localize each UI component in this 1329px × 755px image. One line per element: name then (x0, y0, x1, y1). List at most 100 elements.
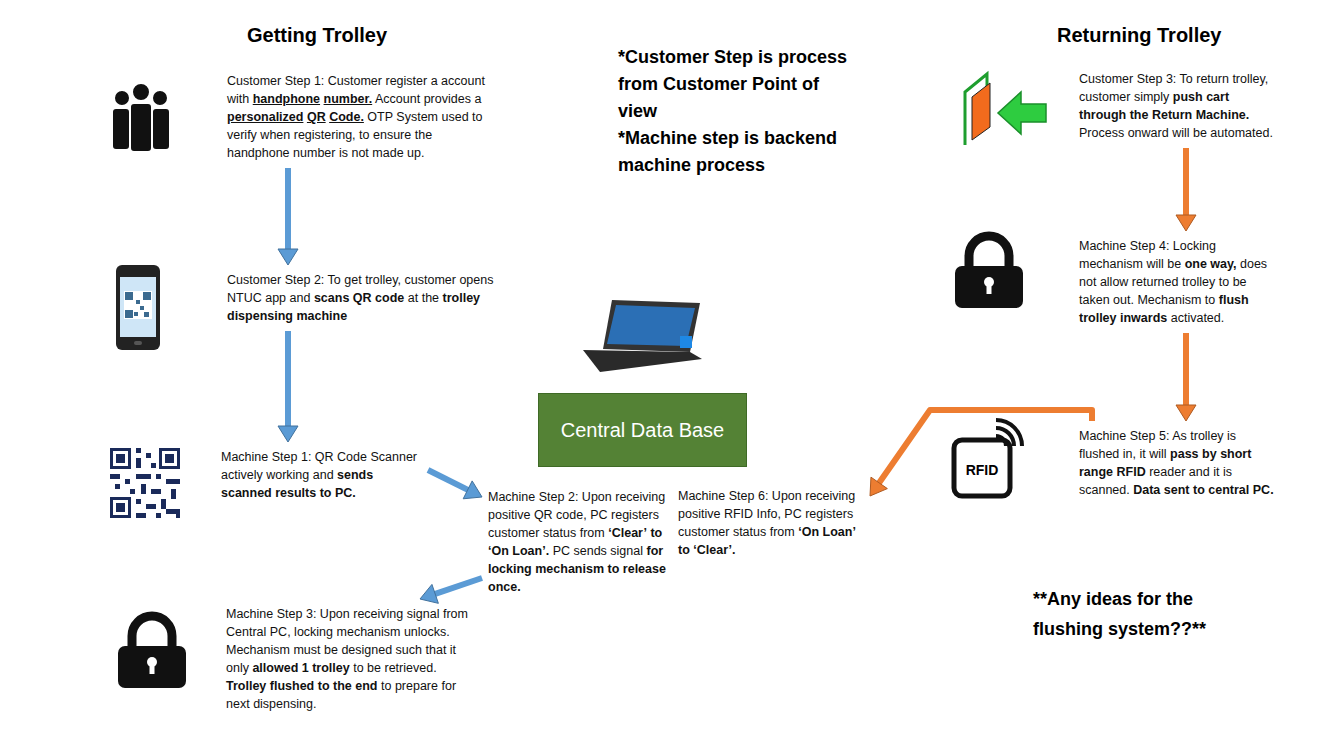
lock-icon (118, 616, 186, 688)
word: onward (1128, 126, 1169, 140)
word: be (1167, 257, 1181, 271)
word: to (1205, 293, 1215, 307)
section-heading: Returning Trolley (1057, 22, 1287, 48)
word: allow (1100, 275, 1129, 289)
word: Machine (221, 450, 268, 464)
node-text: Machine Step 3: Upon receiving signal fr… (226, 605, 474, 713)
word: RFID (1117, 465, 1146, 479)
word: Machine (678, 489, 725, 503)
word: from (580, 526, 605, 540)
word: opens (459, 273, 493, 287)
word: 2: (568, 490, 578, 504)
word: will (1172, 126, 1189, 140)
word: be (324, 643, 338, 657)
step-text: Machine Step 5: As trolley is flushed in… (1079, 427, 1277, 499)
word: at (408, 291, 418, 305)
word: code, (556, 508, 587, 522)
word: registers (805, 507, 853, 521)
word: QR (534, 508, 553, 522)
word: automated. (1210, 126, 1273, 140)
word: out. (1113, 293, 1134, 307)
word: registering, (294, 128, 356, 142)
word: reader (1149, 465, 1185, 479)
word: Mechanism (1137, 293, 1201, 307)
word: end (355, 679, 377, 693)
step-text: Machine Step 4: Locking mechanism will b… (1079, 237, 1277, 327)
word: account (441, 74, 485, 88)
word: receiving (805, 489, 855, 503)
word: Customer (227, 273, 281, 287)
word: Base (679, 419, 725, 441)
step-text: Customer Step 1: Customer register a acc… (227, 72, 498, 162)
node-text: Machine Step 4: Locking mechanism will b… (1079, 237, 1277, 327)
word: Process (1079, 126, 1124, 140)
step-text: Machine Step 2: Upon receiving positive … (488, 488, 674, 596)
word: 2: (314, 273, 324, 287)
word: locking (488, 562, 532, 576)
word: register (385, 74, 427, 88)
word: the (422, 291, 439, 305)
word: trolley (312, 661, 350, 675)
note-text: *Customer Step is process from Customer … (618, 44, 863, 125)
word: a (431, 74, 438, 88)
flow-arrow (870, 410, 1092, 496)
word: retrieved. (385, 661, 437, 675)
word: prepare (395, 679, 438, 693)
flow-arrow (1176, 148, 1196, 231)
word: trolley, (365, 273, 401, 287)
flow-arrow (278, 168, 298, 265)
arrow-head (1176, 215, 1196, 231)
word: 4: (1159, 239, 1169, 253)
word: Central (561, 419, 625, 441)
word: machine (296, 309, 347, 323)
word: once. (488, 580, 521, 594)
word: working (266, 468, 309, 482)
arrow-line (285, 331, 291, 429)
word: the (1130, 108, 1149, 122)
word: provides (424, 92, 471, 106)
word: PC. (1253, 483, 1274, 497)
word: signal (407, 607, 440, 621)
note-text: **Any ideas for the flushing system??** (1033, 584, 1248, 644)
word: Step (285, 74, 311, 88)
word: for (441, 679, 456, 693)
word: by (1202, 447, 1217, 461)
lock-icon (955, 236, 1023, 308)
word: push (1173, 90, 1203, 104)
word: and (290, 291, 311, 305)
word: from (770, 525, 795, 539)
section-heading: Getting Trolley (247, 22, 467, 48)
word: the (333, 679, 352, 693)
node-text: Machine Step 2: Upon receiving positive … (488, 488, 674, 596)
word: to (320, 486, 332, 500)
arrow-head (463, 481, 482, 499)
word: to (318, 679, 330, 693)
word: customer (1079, 90, 1130, 104)
word: RFID (724, 507, 753, 521)
word: Mechanism (226, 643, 290, 657)
word: Customer (227, 74, 281, 88)
word: is (1227, 429, 1236, 443)
word: results (275, 486, 316, 500)
word: to (1219, 275, 1229, 289)
arrow-line (1183, 333, 1189, 408)
word: it (450, 643, 456, 657)
word: is (339, 146, 348, 160)
word: actively (221, 468, 263, 482)
word: with (227, 92, 249, 106)
word: one (1185, 257, 1207, 271)
word: dispensing. (253, 697, 316, 711)
word: flushed (1079, 447, 1119, 461)
word: next (226, 697, 250, 711)
word: inwards (1120, 311, 1167, 325)
word: and (1189, 465, 1210, 479)
step-text: Customer Step 2: To get trolley, custome… (227, 271, 518, 325)
word: return (1196, 72, 1229, 86)
word: 3: (1166, 72, 1176, 86)
step-text: Machine Step 6: Upon receiving positive … (678, 487, 864, 559)
word: To (1180, 72, 1193, 86)
word: to (1193, 483, 1205, 497)
arrow-head (278, 249, 298, 265)
